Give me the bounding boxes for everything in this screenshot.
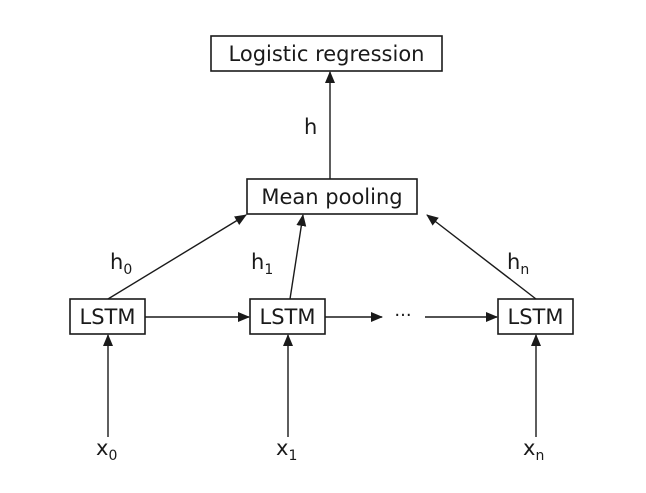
xn-label: xn — [523, 436, 544, 464]
lstm-1-label: LSTM — [260, 305, 316, 329]
mean-pooling-node: Mean pooling — [246, 178, 418, 215]
h-label: h — [304, 115, 317, 139]
h0-label: h0 — [110, 250, 132, 278]
x1-label: x1 — [276, 436, 297, 464]
hn-label: hn — [507, 250, 529, 278]
lstm-0-label: LSTM — [80, 305, 136, 329]
arrow-h0-to-mean-pooling — [107, 214, 247, 300]
arrow-h1-to-mean-pooling — [289, 214, 307, 300]
lstm-node-1: LSTM — [249, 298, 326, 335]
logistic-regression-node: Logistic regression — [210, 35, 443, 72]
lstm-n-label: LSTM — [508, 305, 564, 329]
ellipsis-label: ··· — [394, 305, 411, 326]
logistic-regression-label: Logistic regression — [229, 42, 425, 66]
x0-label: x0 — [96, 436, 117, 464]
lstm-node-n: LSTM — [497, 298, 574, 335]
lstm-node-0: LSTM — [69, 298, 146, 335]
arrow-hn-to-mean-pooling — [426, 214, 537, 300]
mean-pooling-label: Mean pooling — [261, 185, 402, 209]
h1-label: h1 — [251, 250, 273, 278]
